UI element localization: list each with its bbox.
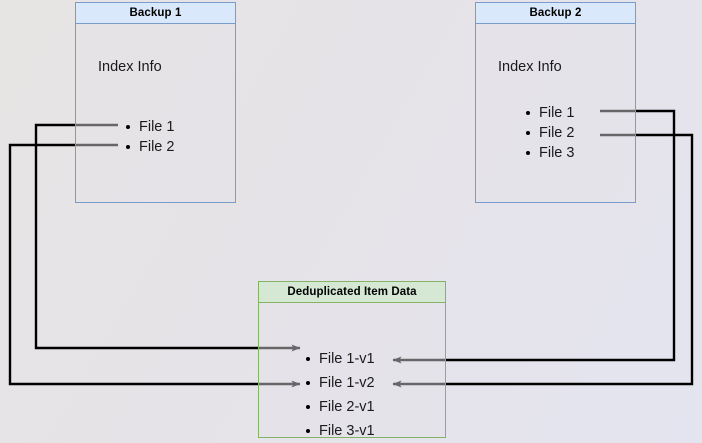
node-backup-2-header: Backup 2 bbox=[475, 2, 636, 24]
node-dedup-header: Deduplicated Item Data bbox=[258, 281, 446, 303]
backup-1-index-info-label: Index Info bbox=[98, 59, 162, 75]
node-dedup-body: File 1-v1 File 1-v2 File 2-v1 File 3-v1 bbox=[258, 303, 446, 439]
node-backup-1-body: Index Info File 1 File 2 bbox=[75, 24, 236, 203]
backup-2-file-list: File 1 File 2 File 3 bbox=[525, 103, 574, 163]
list-item: File 1-v2 bbox=[305, 371, 375, 395]
node-backup-1[interactable]: Backup 1 Index Info File 1 File 2 bbox=[75, 2, 236, 203]
list-item: File 3 bbox=[525, 143, 574, 163]
backup-2-index-info-label: Index Info bbox=[498, 59, 562, 75]
list-item: File 2-v1 bbox=[305, 395, 375, 419]
node-backup-2[interactable]: Backup 2 Index Info File 1 File 2 File 3 bbox=[475, 2, 636, 203]
node-backup-1-header: Backup 1 bbox=[75, 2, 236, 24]
list-item: File 1-v1 bbox=[305, 347, 375, 371]
node-backup-2-body: Index Info File 1 File 2 File 3 bbox=[475, 24, 636, 203]
list-item: File 1 bbox=[525, 103, 574, 123]
backup-1-file-list: File 1 File 2 bbox=[125, 117, 174, 157]
list-item: File 3-v1 bbox=[305, 419, 375, 443]
list-item: File 1 bbox=[125, 117, 174, 137]
dedup-file-list: File 1-v1 File 1-v2 File 2-v1 File 3-v1 bbox=[305, 347, 375, 443]
node-deduplicated-item-data[interactable]: Deduplicated Item Data File 1-v1 File 1-… bbox=[258, 281, 446, 439]
list-item: File 2 bbox=[125, 137, 174, 157]
list-item: File 2 bbox=[525, 123, 574, 143]
